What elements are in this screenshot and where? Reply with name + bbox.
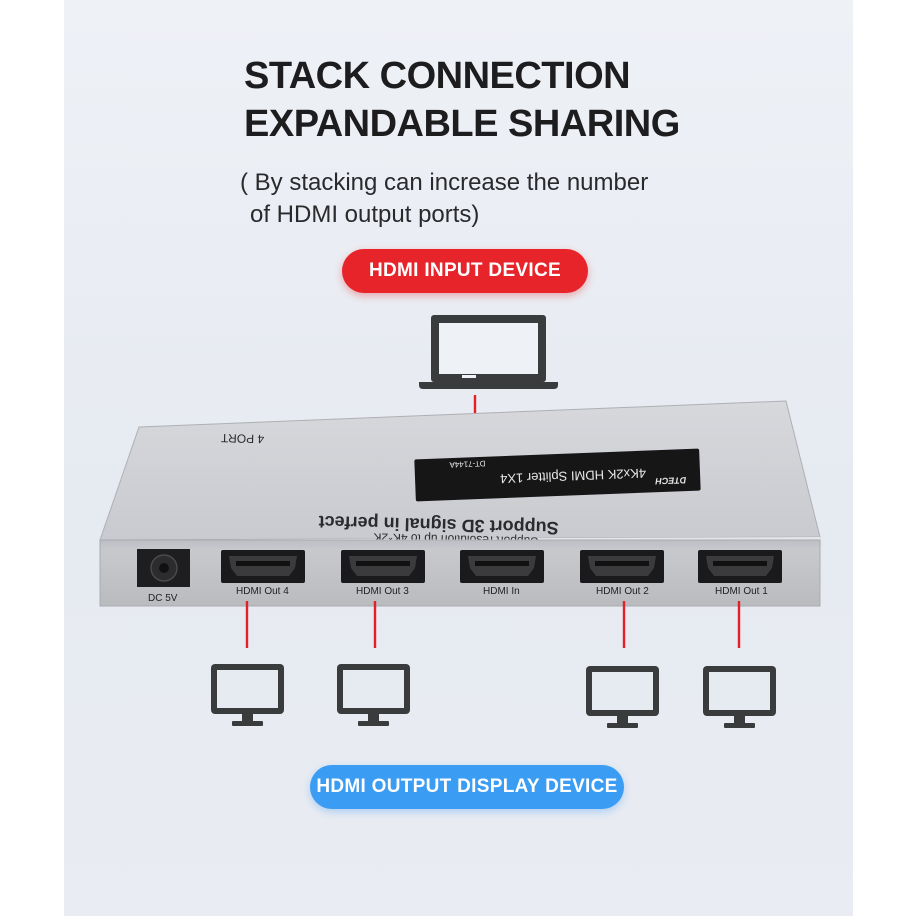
- input-device-badge: HDMI INPUT DEVICE: [342, 249, 588, 293]
- headline: STACK CONNECTION EXPANDABLE SHARING: [244, 52, 680, 148]
- monitor-icon: [337, 664, 410, 726]
- laptop-icon: [419, 315, 558, 389]
- monitor-icon: [586, 666, 659, 728]
- subtitle: ( By stacking can increase the number of…: [240, 167, 648, 231]
- product-label: DTECH 4Kx2K HDMI Splitter 1X4 DT-7144A: [414, 448, 701, 502]
- hdmi-out-2-port: [580, 550, 664, 583]
- monitor-icon: [703, 666, 776, 728]
- subtitle-line-1: ( By stacking can increase the number: [240, 169, 649, 196]
- monitor-icon: [211, 664, 284, 726]
- dc-power-jack: [137, 549, 190, 587]
- model-number-text: DT-7144A: [449, 459, 486, 469]
- hdmi-out-1-port: [698, 550, 782, 583]
- hdmi-out-4-port: [221, 550, 305, 583]
- headline-line-2: EXPANDABLE SHARING: [244, 103, 680, 145]
- hdmi-out-3-port: [341, 550, 425, 583]
- headline-line-1: STACK CONNECTION: [244, 55, 631, 97]
- hdmi-out-4-label: HDMI Out 4: [236, 586, 289, 597]
- hdmi-in-label: HDMI In: [483, 586, 520, 597]
- brand-text: DTECH: [655, 475, 687, 486]
- model-name-text: 4Kx2K HDMI Splitter 1X4: [500, 466, 646, 487]
- splitter-diagram: DTECH 4Kx2K HDMI Splitter 1X4 DT-7144A S…: [99, 315, 824, 728]
- output-device-badge: HDMI OUTPUT DISPLAY DEVICE: [310, 765, 624, 809]
- hdmi-out-3-label: HDMI Out 3: [356, 586, 409, 597]
- hdmi-out-2-label: HDMI Out 2: [596, 586, 649, 597]
- hdmi-out-1-label: HDMI Out 1: [715, 586, 768, 597]
- product-infographic: STACK CONNECTION EXPANDABLE SHARING ( By…: [64, 0, 853, 916]
- dc-port-label: DC 5V: [148, 593, 178, 604]
- port-count-text: 4 PORT: [220, 431, 264, 446]
- hdmi-in-port: [460, 550, 544, 583]
- subtitle-line-2: of HDMI output ports): [250, 201, 480, 228]
